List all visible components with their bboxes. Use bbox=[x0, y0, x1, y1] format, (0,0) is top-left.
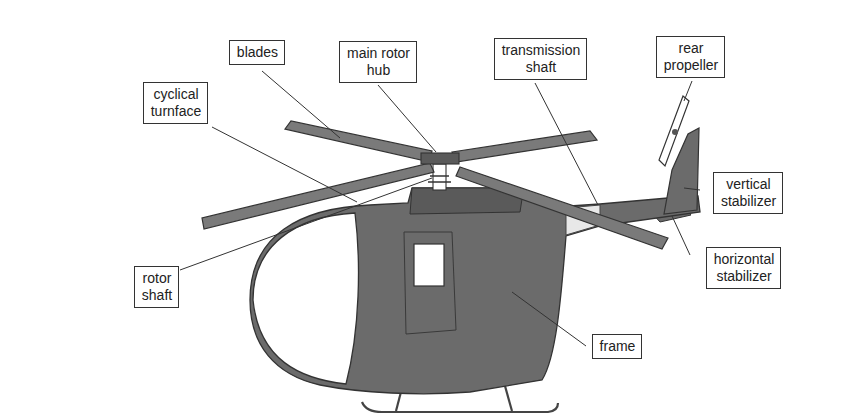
part-label: transmission shaft bbox=[501, 42, 581, 76]
label-box: cyclical turnface bbox=[143, 82, 208, 124]
part-label: cyclical turnface bbox=[150, 86, 202, 120]
rear-propeller bbox=[659, 96, 689, 166]
canopy bbox=[253, 213, 358, 384]
label-box: vertical stabilizer bbox=[713, 172, 783, 214]
leader-lines bbox=[180, 71, 700, 346]
rotor-hub bbox=[421, 153, 459, 164]
part-label: frame bbox=[599, 338, 636, 355]
propeller-hub bbox=[672, 129, 678, 135]
part-label: rotor shaft bbox=[141, 270, 173, 304]
door bbox=[404, 232, 456, 334]
label-box: horizontal stabilizer bbox=[706, 247, 781, 289]
part-label: vertical stabilizer bbox=[720, 176, 777, 210]
part-label: rear propeller bbox=[663, 40, 719, 74]
label-box: blades bbox=[229, 40, 285, 65]
label-box: frame bbox=[592, 334, 642, 359]
label-box: rear propeller bbox=[656, 36, 725, 78]
part-label: blades bbox=[236, 44, 279, 61]
rotor-blades bbox=[202, 121, 668, 249]
label-box: main rotor hub bbox=[339, 41, 417, 83]
label-box: rotor shaft bbox=[134, 266, 179, 308]
label-box: transmission shaft bbox=[494, 38, 587, 80]
part-label: main rotor hub bbox=[346, 45, 411, 79]
fuselage bbox=[250, 188, 700, 394]
door-window bbox=[414, 244, 444, 286]
part-label: horizontal stabilizer bbox=[713, 251, 775, 285]
